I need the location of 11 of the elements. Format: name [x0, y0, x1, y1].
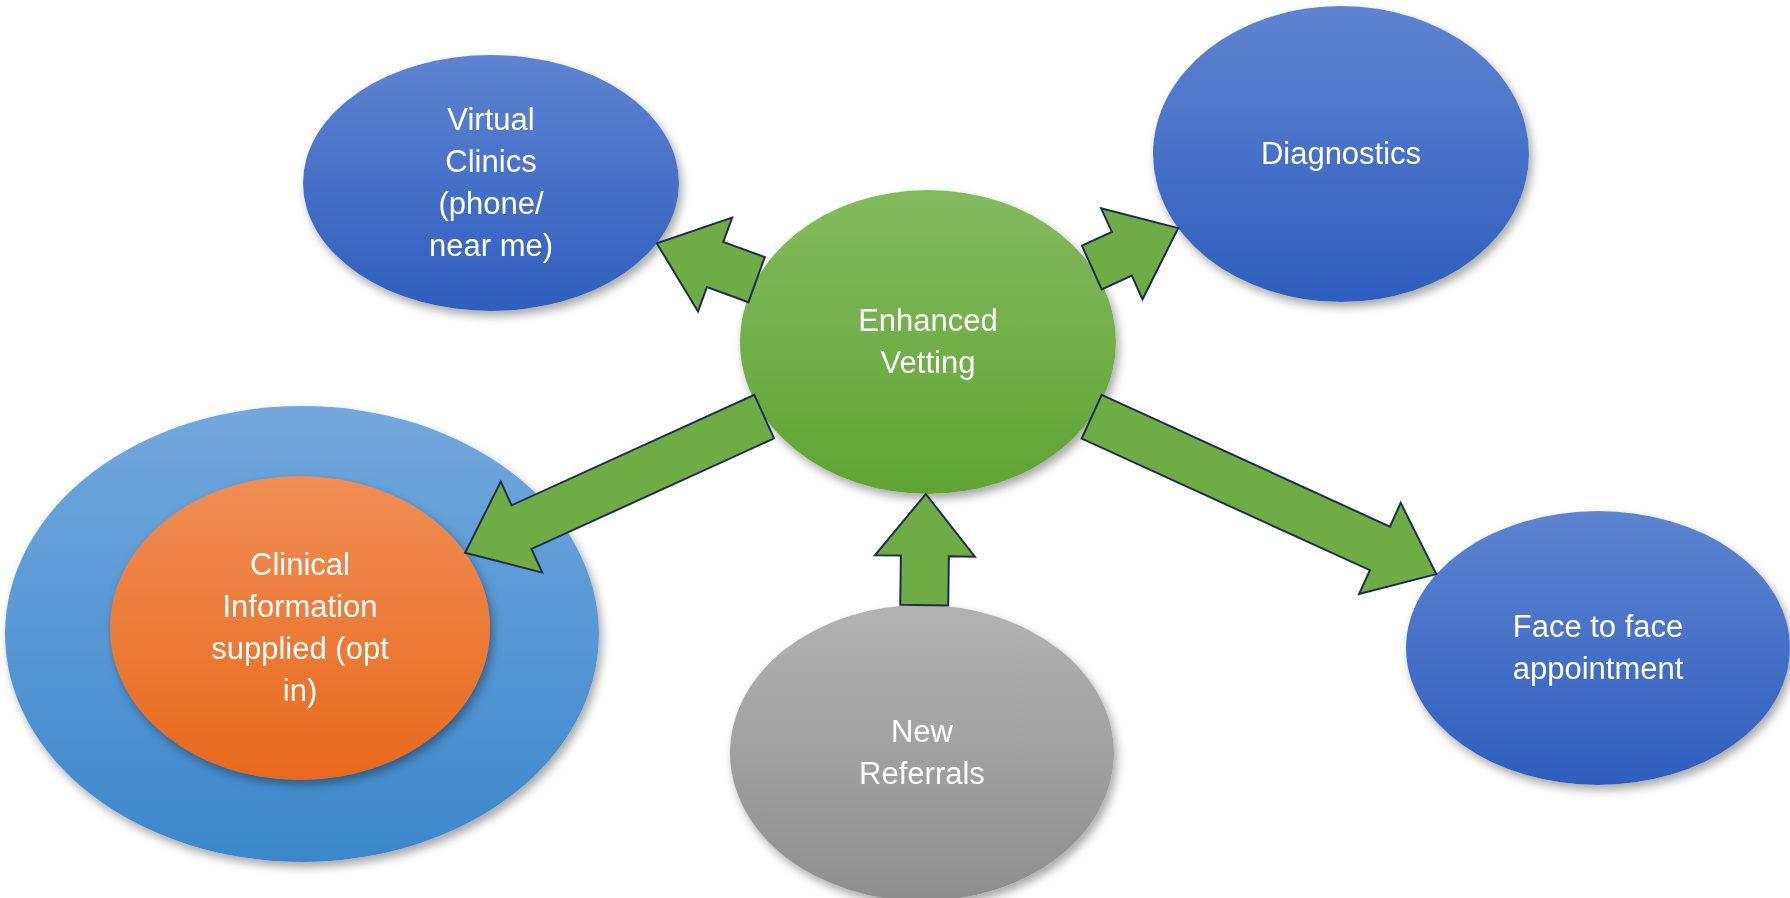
block-arrow: [1080, 393, 1438, 596]
block-arrow: [655, 215, 767, 314]
node-label: Face to face appointment: [1511, 608, 1685, 688]
node-label: Virtual Clinics (phone/ near me): [427, 101, 554, 265]
node-label: New Referrals: [858, 713, 986, 793]
node-label: Clinical Information supplied (opt in): [210, 546, 390, 710]
block-arrow: [463, 393, 776, 575]
node-label: Diagnostics: [1259, 135, 1423, 173]
node-label: Enhanced Vetting: [857, 302, 999, 382]
block-arrow: [872, 492, 977, 607]
block-arrow: [1080, 206, 1180, 302]
